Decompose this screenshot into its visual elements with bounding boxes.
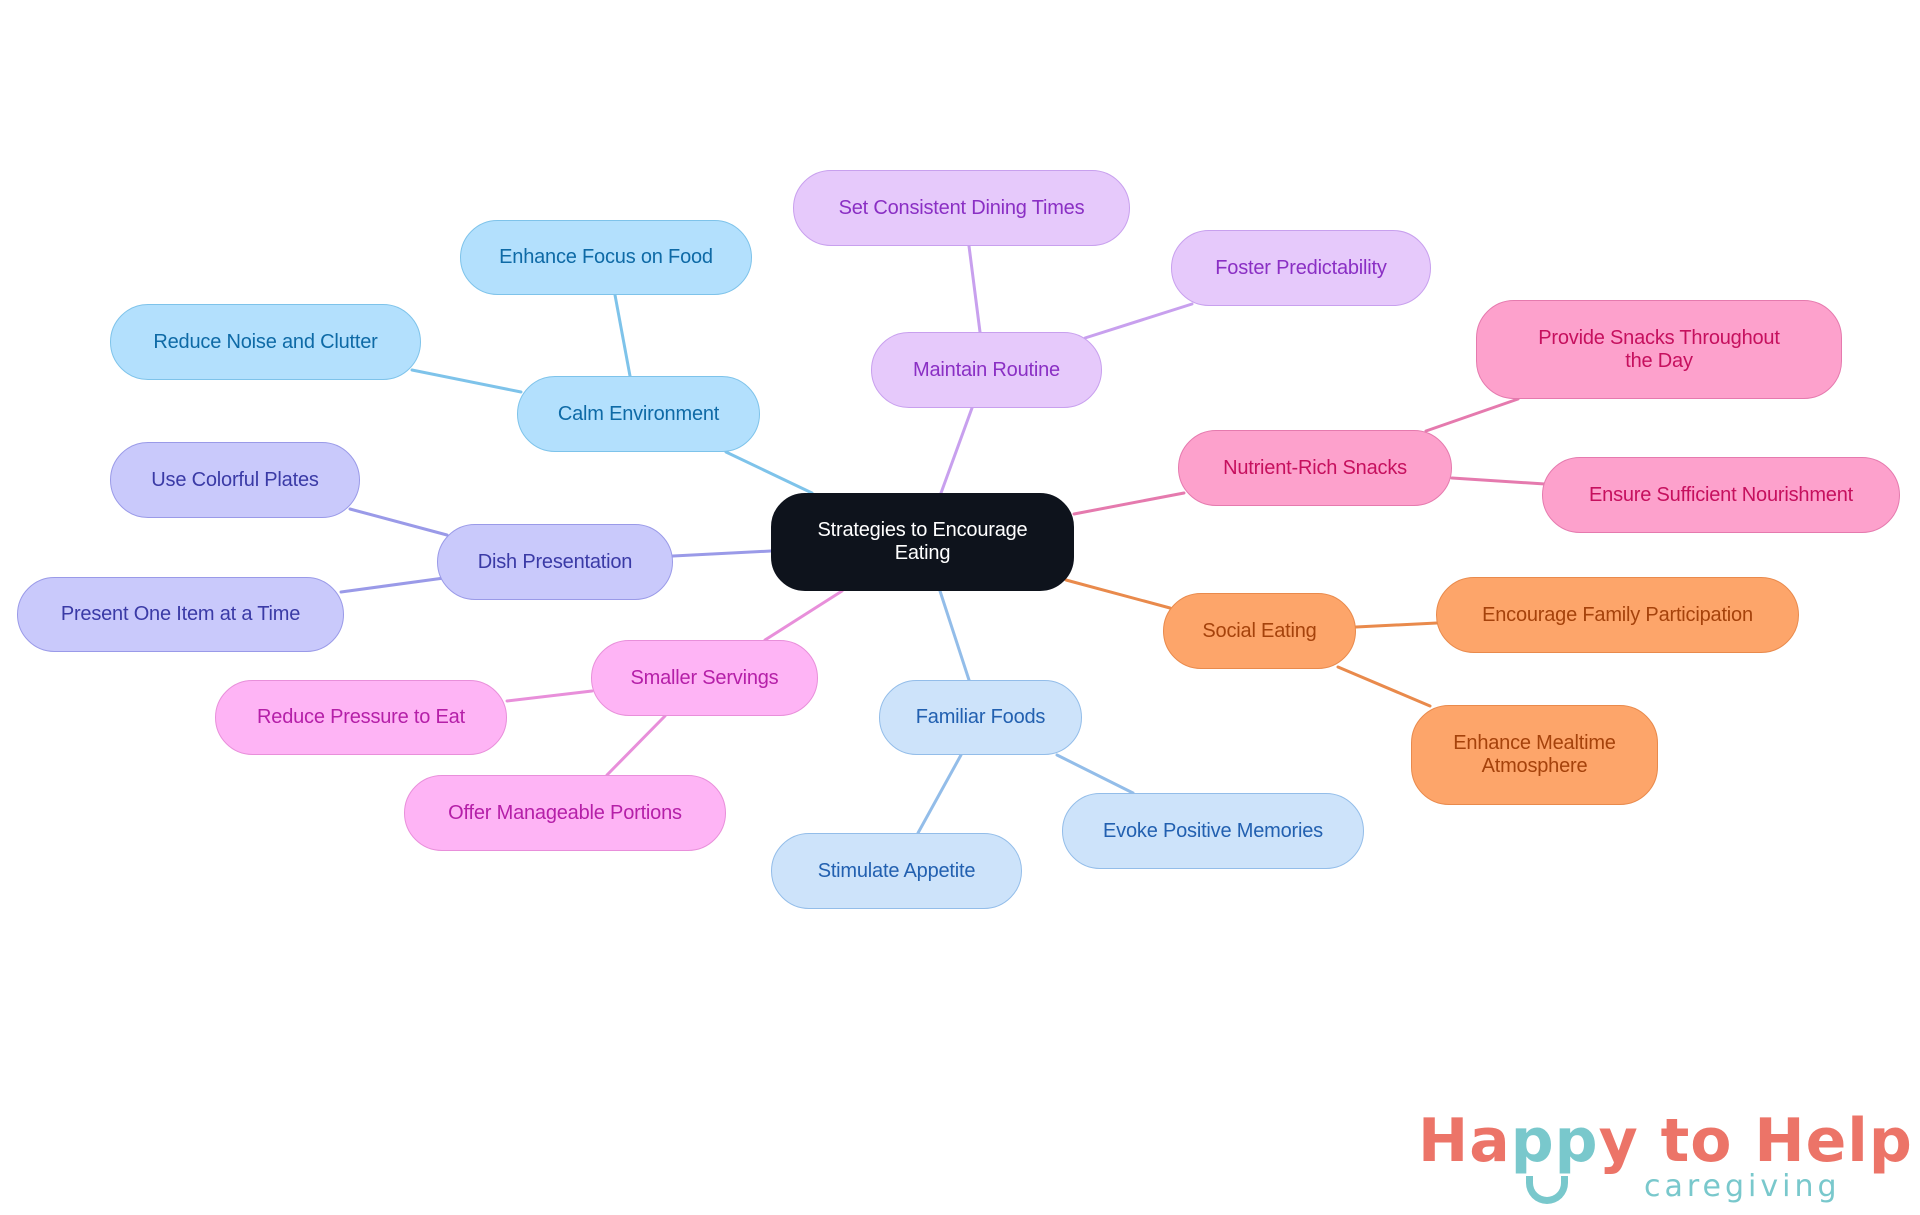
- edge-snack-nourish: [1450, 476, 1547, 486]
- node-label: Calm Environment: [557, 402, 720, 425]
- node-label: Maintain Routine: [913, 358, 1060, 381]
- edge-root-small: [763, 589, 844, 642]
- edge-fam-appetite: [916, 753, 963, 835]
- edge-snack-day: [1424, 397, 1520, 433]
- node-label: Provide Snacks Throughout the Day: [1538, 326, 1780, 372]
- node-evoke-positive-memories[interactable]: Evoke Positive Memories: [1062, 793, 1364, 869]
- node-enhance-mealtime-atmosphere[interactable]: Enhance Mealtime Atmosphere: [1411, 705, 1658, 805]
- node-social-eating[interactable]: Social Eating: [1163, 593, 1356, 669]
- edge-small-pressure: [505, 689, 594, 703]
- edge-soc-family: [1354, 621, 1439, 629]
- node-familiar-foods[interactable]: Familiar Foods: [879, 680, 1082, 755]
- node-label: Encourage Family Participation: [1482, 603, 1753, 626]
- node-enhance-focus-on-food[interactable]: Enhance Focus on Food: [460, 220, 752, 295]
- node-label: Foster Predictability: [1215, 256, 1387, 279]
- edge-dish-one: [339, 576, 446, 594]
- edge-rout-times: [967, 244, 982, 334]
- node-label: Reduce Noise and Clutter: [153, 330, 378, 353]
- root-label: Strategies to Encourage Eating: [817, 519, 1028, 564]
- node-nutrient-rich-snacks[interactable]: Nutrient-Rich Snacks: [1178, 430, 1452, 506]
- node-label: Stimulate Appetite: [817, 859, 976, 882]
- logo-subtitle: caregiving: [1644, 1169, 1841, 1204]
- node-dish-presentation[interactable]: Dish Presentation: [437, 524, 673, 600]
- node-set-consistent-dining-times[interactable]: Set Consistent Dining Times: [793, 170, 1130, 246]
- node-smaller-servings[interactable]: Smaller Servings: [591, 640, 818, 716]
- node-label: Social Eating: [1202, 619, 1317, 642]
- node-maintain-routine[interactable]: Maintain Routine: [871, 332, 1102, 408]
- node-label: Enhance Mealtime Atmosphere: [1453, 732, 1616, 777]
- node-encourage-family-participation[interactable]: Encourage Family Participation: [1436, 577, 1799, 653]
- root-node[interactable]: Strategies to Encourage Eating: [771, 493, 1074, 591]
- node-label: Present One Item at a Time: [60, 603, 301, 625]
- node-stimulate-appetite[interactable]: Stimulate Appetite: [771, 833, 1022, 909]
- node-calm-environment[interactable]: Calm Environment: [517, 376, 760, 452]
- node-foster-predictability[interactable]: Foster Predictability: [1171, 230, 1431, 306]
- edge-root-rout: [939, 406, 974, 495]
- node-label: Offer Manageable Portions: [448, 801, 682, 824]
- node-label: Use Colorful Plates: [151, 468, 319, 491]
- node-label: Familiar Foods: [915, 706, 1046, 728]
- node-offer-manageable-portions[interactable]: Offer Manageable Portions: [404, 775, 726, 851]
- logo-wordmark: Happy to Help: [1418, 1106, 1913, 1176]
- edge-calm-focus: [613, 293, 632, 378]
- edge-root-calm: [724, 450, 814, 495]
- edge-root-dish: [671, 549, 773, 558]
- node-label: Enhance Focus on Food: [499, 246, 713, 268]
- node-use-colorful-plates[interactable]: Use Colorful Plates: [110, 442, 360, 518]
- node-reduce-pressure-to-eat[interactable]: Reduce Pressure to Eat: [215, 680, 507, 755]
- edge-calm-noise: [410, 368, 523, 394]
- node-label: Smaller Servings: [630, 666, 779, 689]
- edge-root-snack: [1072, 491, 1186, 516]
- edge-root-soc: [1064, 578, 1172, 610]
- node-label: Nutrient-Rich Snacks: [1223, 456, 1407, 479]
- edge-rout-predict: [1083, 302, 1194, 340]
- node-label: Set Consistent Dining Times: [838, 196, 1085, 219]
- node-label: Reduce Pressure to Eat: [257, 706, 465, 728]
- edge-root-fam: [938, 589, 971, 682]
- happy-to-help-caregiving-logo: Happy to Help caregiving: [1418, 1106, 1912, 1206]
- node-provide-snacks-throughout-day[interactable]: Provide Snacks Throughout the Day: [1476, 300, 1842, 399]
- node-ensure-sufficient-nourishment[interactable]: Ensure Sufficient Nourishment: [1542, 457, 1900, 533]
- node-label: Dish Presentation: [477, 550, 633, 573]
- node-label: Evoke Positive Memories: [1103, 819, 1323, 842]
- node-present-one-item[interactable]: Present One Item at a Time: [17, 577, 344, 652]
- edge-small-portions: [605, 714, 667, 777]
- edge-dish-plates: [348, 507, 449, 537]
- node-reduce-noise-and-clutter[interactable]: Reduce Noise and Clutter: [110, 304, 421, 380]
- edge-soc-atmos: [1336, 665, 1432, 708]
- smile-icon: [1526, 1176, 1568, 1204]
- edge-fam-memories: [1055, 753, 1135, 795]
- node-label: Ensure Sufficient Nourishment: [1589, 483, 1853, 506]
